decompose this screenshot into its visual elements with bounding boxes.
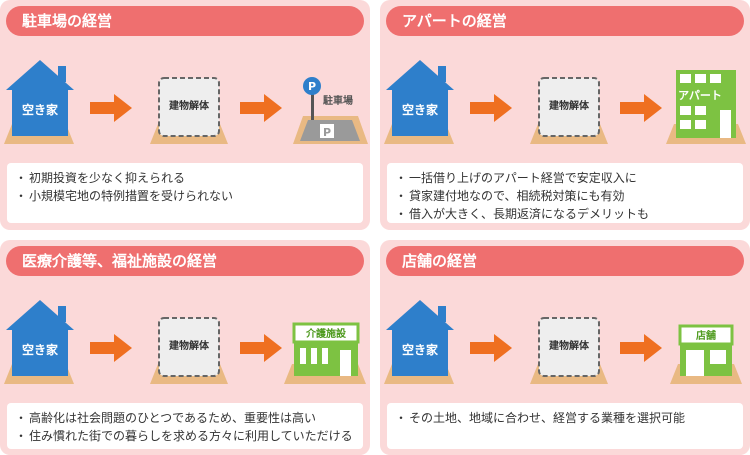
- demolition-icon: 建物解体: [530, 77, 608, 144]
- house-label: 空き家: [402, 102, 439, 117]
- care-facility-flow-illustration: 空き家 建物解体 介護施設: [4, 300, 366, 384]
- note-item: ・初期投資を少なく抑えられる: [15, 171, 186, 185]
- vacant-house-icon: 空き家: [4, 60, 74, 144]
- panel-apartment: アパートの経営 空き家 建物解体 アパート: [380, 0, 750, 230]
- arrow-icon: [240, 94, 282, 122]
- house-label: 空き家: [402, 342, 439, 357]
- note-item: ・その土地、地域に合わせ、経営する業種を選択可能: [395, 411, 686, 425]
- result-label: アパート: [678, 89, 722, 102]
- panel-care-facility: 医療介護等、福祉施設の経営 空き家 建物解体 介護施設: [0, 240, 370, 455]
- arrow-icon: [90, 334, 132, 362]
- demolish-label: 建物解体: [168, 99, 210, 112]
- notes-box: ・高齢化は社会問題のひとつであるため、重要性は高い ・住み慣れた街での暮らしを求…: [7, 403, 363, 449]
- parking-flow-illustration: 空き家 建物解体 P P 駐車場: [4, 60, 368, 144]
- vacant-house-icon: 空き家: [4, 300, 74, 384]
- arrow-icon: [240, 334, 282, 362]
- panel-title: 医療介護等、福祉施設の経営: [6, 246, 364, 276]
- notes-box: ・初期投資を少なく抑えられる ・小規模宅地の特例措置を受けられない: [7, 163, 363, 223]
- note-item: ・一括借り上げのアパート経営で安定収入に: [395, 171, 637, 185]
- notes-box: ・一括借り上げのアパート経営で安定収入に ・貸家建付地なので、相続税対策にも有効…: [387, 163, 743, 223]
- arrow-icon: [620, 334, 662, 362]
- arrow-icon: [620, 94, 662, 122]
- demolition-icon: 建物解体: [150, 77, 228, 144]
- result-label: 店舗: [696, 329, 716, 342]
- panel-title: アパートの経営: [386, 6, 744, 36]
- panel-title: 店舗の経営: [386, 246, 744, 276]
- house-label: 空き家: [22, 342, 59, 357]
- parking-lot-icon: P P 駐車場: [293, 77, 368, 144]
- note-item: ・借入が大きく、長期返済になるデメリットも: [395, 207, 650, 221]
- demolish-label: 建物解体: [548, 99, 590, 112]
- demolition-icon: 建物解体: [530, 317, 608, 384]
- apartment-building-icon: アパート: [666, 70, 746, 144]
- apartment-flow-illustration: 空き家 建物解体 アパート: [384, 60, 746, 144]
- demolish-label: 建物解体: [168, 339, 210, 352]
- result-label: 介護施設: [305, 327, 347, 340]
- demolition-icon: 建物解体: [150, 317, 228, 384]
- vacant-house-icon: 空き家: [384, 300, 454, 384]
- shop-flow-illustration: 空き家 建物解体 店舗: [384, 300, 742, 384]
- vacant-house-icon: 空き家: [384, 60, 454, 144]
- care-facility-icon: 介護施設: [284, 322, 366, 384]
- house-label: 空き家: [22, 102, 59, 117]
- panel-shop: 店舗の経営 空き家 建物解体 店舗: [380, 240, 750, 455]
- note-item: ・小規模宅地の特例措置を受けられない: [15, 189, 234, 203]
- panel-parking: 駐車場の経営 空き家 建物解体 P: [0, 0, 370, 230]
- notes-box: ・その土地、地域に合わせ、経営する業種を選択可能: [387, 403, 743, 449]
- note-item: ・貸家建付地なので、相続税対策にも有効: [395, 189, 625, 203]
- note-item: ・高齢化は社会問題のひとつであるため、重要性は高い: [15, 411, 317, 425]
- arrow-icon: [470, 94, 512, 122]
- note-item: ・住み慣れた街での暮らしを求める方々に利用していただける: [15, 429, 353, 443]
- demolish-label: 建物解体: [548, 339, 590, 352]
- result-label: 駐車場: [323, 94, 353, 107]
- arrow-icon: [470, 334, 512, 362]
- parking-sign: P: [308, 80, 316, 93]
- panel-title: 駐車場の経営: [6, 6, 364, 36]
- svg-text:P: P: [323, 126, 331, 139]
- shop-icon: 店舗: [670, 324, 742, 384]
- arrow-icon: [90, 94, 132, 122]
